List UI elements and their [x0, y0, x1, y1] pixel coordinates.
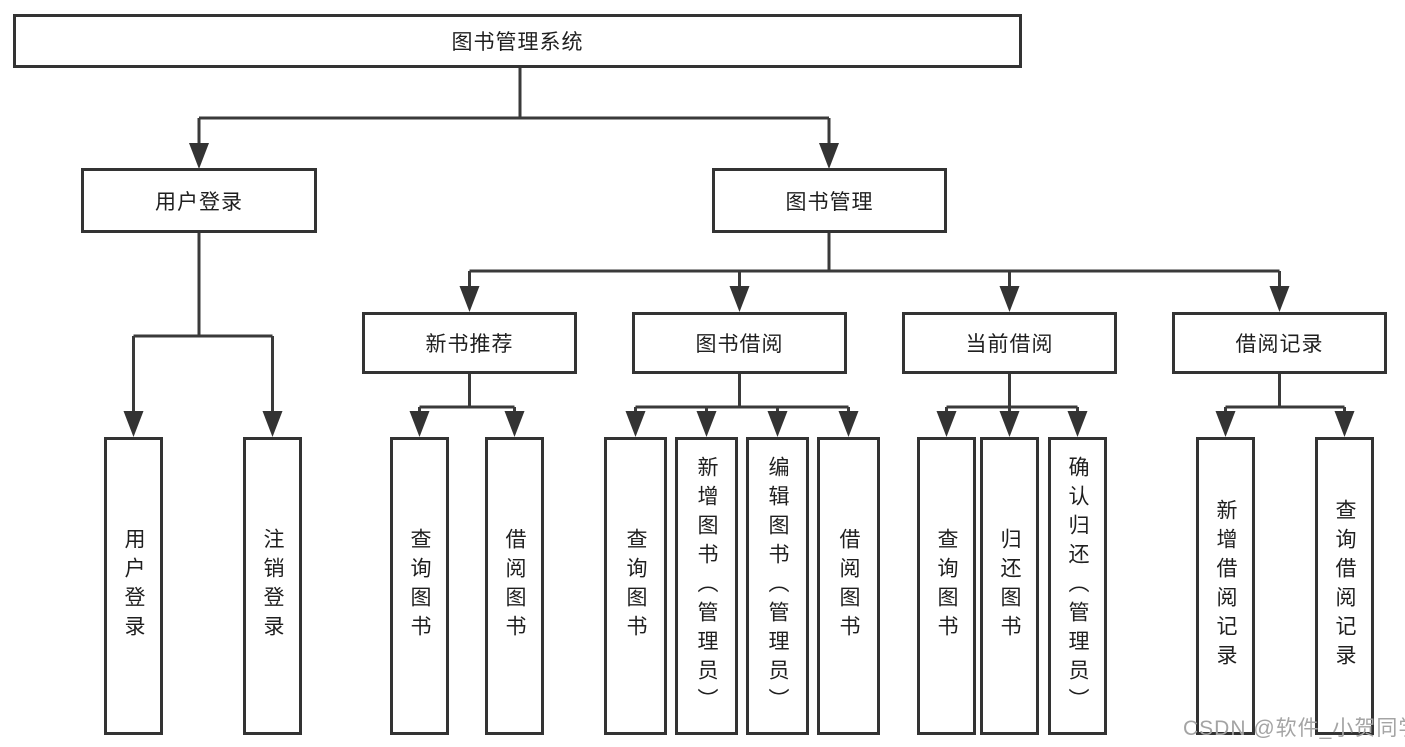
leaf-cb-query-books-label: 查询图书 [935, 528, 959, 644]
node-borrow-records-label: 借阅记录 [1235, 333, 1324, 356]
leaf-br-add-record-label: 新增借阅记录 [1214, 499, 1238, 673]
node-current-borrow: 当前借阅 [902, 312, 1117, 374]
node-new-books-label: 新书推荐 [425, 333, 514, 356]
node-book-mgmt-label: 图书管理 [785, 190, 874, 214]
leaf-nb-query-books-label: 查询图书 [408, 528, 432, 644]
node-book-borrow-label: 图书借阅 [695, 333, 784, 356]
node-current-borrow-label: 当前借阅 [965, 333, 1054, 356]
node-user-login: 用户登录 [81, 168, 317, 233]
node-book-mgmt: 图书管理 [712, 168, 947, 233]
node-borrow-records: 借阅记录 [1172, 312, 1387, 374]
leaf-cb-confirm-return: 确认归还（管理员） [1048, 437, 1107, 735]
arrowheads [123, 143, 1355, 437]
leaf-cb-return-books: 归还图书 [980, 437, 1039, 735]
leaf-bb-query-books: 查询图书 [604, 437, 667, 735]
leaf-user-login-label: 用户登录 [122, 528, 146, 644]
leaf-bb-borrow-books: 借阅图书 [817, 437, 880, 735]
leaf-bb-edit-books-label: 编辑图书（管理员） [766, 455, 790, 717]
leaf-bb-add-books-label: 新增图书（管理员） [695, 455, 719, 717]
leaf-logout: 注销登录 [243, 437, 302, 735]
node-root-label: 图书管理系统 [451, 31, 584, 54]
leaf-user-login: 用户登录 [104, 437, 163, 735]
node-root: 图书管理系统 [13, 14, 1022, 68]
leaf-logout-label: 注销登录 [261, 528, 285, 644]
node-new-books: 新书推荐 [362, 312, 577, 374]
leaf-bb-add-books: 新增图书（管理员） [675, 437, 738, 735]
leaf-cb-return-books-label: 归还图书 [998, 528, 1022, 644]
leaf-nb-borrow-books-label: 借阅图书 [503, 528, 527, 644]
leaf-br-query-record-label: 查询借阅记录 [1333, 499, 1357, 673]
csdn-watermark: CSDN @软件_小贺同学 [1183, 717, 1405, 740]
leaf-nb-borrow-books: 借阅图书 [485, 437, 544, 735]
node-user-login-label: 用户登录 [155, 190, 243, 214]
connector-shafts [132, 67, 1346, 420]
leaf-br-query-record: 查询借阅记录 [1315, 437, 1374, 735]
leaf-bb-edit-books: 编辑图书（管理员） [746, 437, 809, 735]
leaf-bb-query-books-label: 查询图书 [624, 528, 648, 644]
leaf-bb-borrow-books-label: 借阅图书 [837, 528, 861, 644]
leaf-cb-confirm-return-label: 确认归还（管理员） [1066, 455, 1090, 717]
leaf-cb-query-books: 查询图书 [917, 437, 976, 735]
node-book-borrow: 图书借阅 [632, 312, 847, 374]
leaf-br-add-record: 新增借阅记录 [1196, 437, 1255, 735]
leaf-nb-query-books: 查询图书 [390, 437, 449, 735]
